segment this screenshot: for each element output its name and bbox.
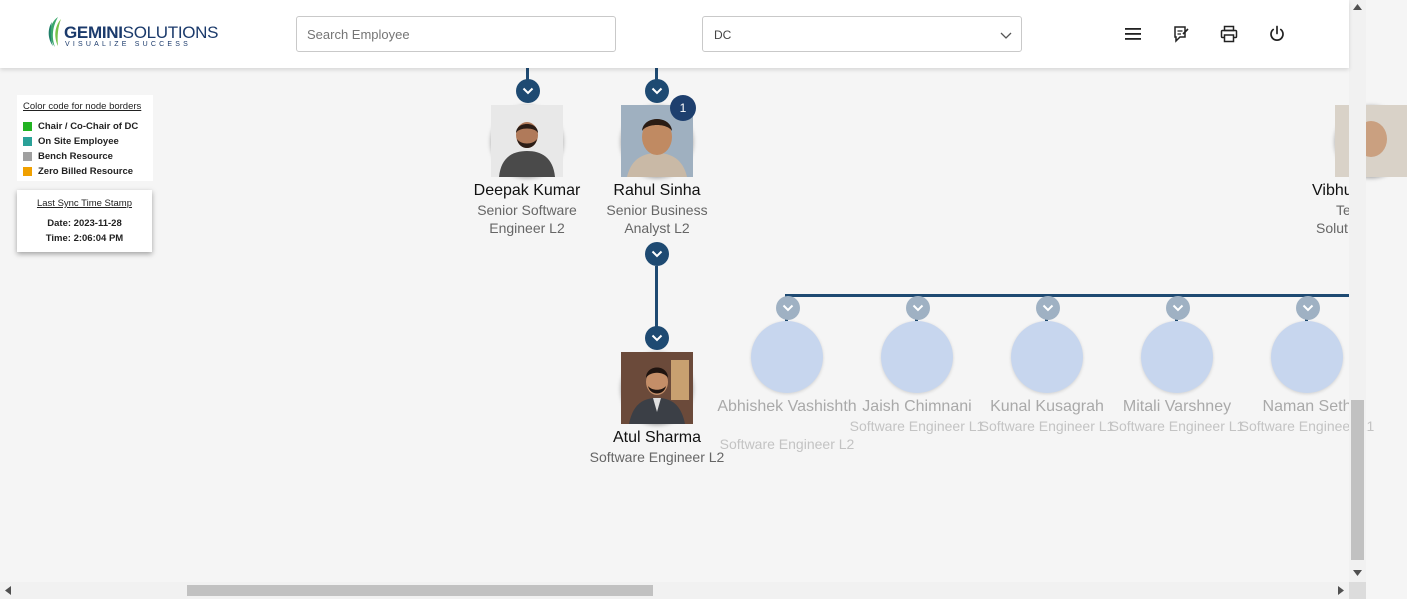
legend-item-bench: Bench Resource	[23, 150, 113, 162]
top-header: GEMINISOLUTIONS VISUALIZE SUCCESS DC	[0, 0, 1349, 68]
legend-title: Color code for node borders	[23, 101, 142, 112]
child-role: Software Engineer L1	[849, 418, 985, 434]
sync-time: Time: 2:06:04 PM	[45, 233, 124, 244]
reportee-count-badge: 1	[670, 95, 696, 121]
expand-toggle-rahul[interactable]	[645, 79, 669, 103]
child-role: Software Engineer L1	[1109, 418, 1245, 434]
dc-select-value: DC	[714, 28, 732, 42]
connector-line	[655, 266, 658, 328]
node-role-vibhu-line1: Te	[1336, 202, 1351, 218]
menu-icon	[1125, 28, 1141, 40]
avatar-placeholder[interactable]	[1271, 321, 1343, 393]
chevron-down-icon	[651, 87, 663, 95]
node-role-deepak: Senior Software Engineer L2	[477, 202, 577, 236]
company-logo[interactable]: GEMINISOLUTIONS VISUALIZE SUCCESS	[46, 16, 219, 52]
legend-label: On Site Employee	[38, 135, 119, 147]
child-toggle[interactable]	[1296, 296, 1320, 320]
print-icon	[1220, 25, 1238, 43]
node-name-deepak: Deepak Kumar	[473, 182, 581, 199]
print-button[interactable]	[1218, 23, 1240, 45]
node-role-vibhu-line2: Solut	[1316, 220, 1348, 236]
color-legend: Color code for node borders Chair / Co-C…	[17, 95, 153, 181]
child-toggle[interactable]	[1166, 296, 1190, 320]
legend-item-chair: Chair / Co-Chair of DC	[23, 120, 138, 132]
horizontal-scrollbar[interactable]	[0, 582, 1349, 599]
legend-swatch	[23, 136, 32, 146]
legend-swatch	[23, 166, 32, 176]
avatar-placeholder[interactable]	[1011, 321, 1083, 393]
horizontal-scroll-thumb[interactable]	[187, 585, 653, 596]
legend-label: Bench Resource	[38, 150, 113, 162]
person-photo	[1335, 105, 1407, 177]
scrollbar-corner	[1349, 582, 1366, 599]
collapse-toggle-rahul[interactable]	[645, 242, 669, 266]
avatar-placeholder[interactable]	[881, 321, 953, 393]
chevron-down-icon	[1042, 304, 1054, 312]
node-name-atul: Atul Sharma	[612, 429, 702, 446]
feedback-button[interactable]	[1170, 23, 1192, 45]
expand-toggle-atul[interactable]	[645, 326, 669, 350]
chevron-down-icon	[1302, 304, 1314, 312]
chevron-down-icon	[651, 250, 663, 258]
logout-button[interactable]	[1266, 23, 1288, 45]
chevron-down-icon	[522, 87, 534, 95]
child-name: Kunal Kusagrah	[990, 398, 1104, 415]
child-toggle[interactable]	[1036, 296, 1060, 320]
chevron-down-icon	[1000, 32, 1012, 39]
child-5-label-clip: Naman Seth Software Engineer L1	[1237, 398, 1375, 434]
child-name: Mitali Varshney	[1122, 398, 1232, 415]
scroll-down-icon[interactable]	[1353, 570, 1362, 576]
avatar-deepak[interactable]	[491, 105, 563, 177]
legend-label: Chair / Co-Chair of DC	[38, 120, 139, 132]
legend-swatch	[23, 151, 32, 161]
node-role-rahul: Senior Business Analyst L2	[606, 202, 708, 236]
node-role-atul: Software Engineer L2	[589, 449, 725, 465]
vertical-scroll-thumb[interactable]	[1351, 400, 1364, 560]
node-name-rahul: Rahul Sinha	[613, 182, 701, 199]
legend-swatch	[23, 121, 32, 131]
child-role: Software Engineer L1	[979, 418, 1115, 434]
child-role: Software Engineer L2	[719, 436, 855, 452]
feedback-icon	[1174, 26, 1189, 43]
node-name-vibhu: Vibhu	[1312, 182, 1353, 199]
search-employee-input[interactable]	[296, 16, 616, 52]
menu-button[interactable]	[1122, 23, 1144, 45]
connector-line	[655, 68, 658, 82]
scroll-right-icon[interactable]	[1338, 586, 1344, 595]
brand-name: GEMINISOLUTIONS	[64, 23, 219, 42]
legend-label: Zero Billed Resource	[38, 165, 134, 177]
scroll-up-icon[interactable]	[1353, 4, 1362, 10]
dc-select[interactable]: DC	[702, 16, 1022, 52]
chevron-down-icon	[912, 304, 924, 312]
child-role: Software Engineer L1	[1239, 418, 1375, 434]
children-connector	[785, 294, 1349, 297]
expand-toggle-deepak[interactable]	[516, 79, 540, 103]
logo-leaf-icon	[48, 17, 61, 47]
child-name: Jaish Chimnani	[862, 398, 972, 415]
chevron-down-icon	[651, 334, 663, 342]
avatar-placeholder[interactable]	[751, 321, 823, 393]
chevron-down-icon	[1172, 304, 1184, 312]
legend-item-onsite: On Site Employee	[23, 135, 119, 147]
chevron-down-icon	[782, 304, 794, 312]
sync-title: Last Sync Time Stamp	[36, 198, 133, 209]
avatar-placeholder[interactable]	[1141, 321, 1213, 393]
power-icon	[1270, 25, 1284, 41]
person-photo	[621, 352, 693, 424]
child-toggle[interactable]	[906, 296, 930, 320]
brand-tagline: VISUALIZE SUCCESS	[65, 41, 191, 48]
last-sync-box: Last Sync Time Stamp Date: 2023-11-28 Ti…	[17, 190, 152, 252]
avatar-atul[interactable]	[621, 352, 693, 424]
connector-line	[526, 68, 529, 82]
sync-date: Date: 2023-11-28	[47, 218, 122, 229]
scroll-left-icon[interactable]	[5, 586, 11, 595]
child-name: Naman Seth	[1262, 398, 1352, 415]
child-name: Abhishek Vashishth	[717, 398, 857, 415]
legend-item-zero-billed: Zero Billed Resource	[23, 165, 133, 177]
vertical-scrollbar[interactable]	[1349, 0, 1366, 582]
avatar-vibhu[interactable]	[1335, 105, 1407, 177]
child-toggle[interactable]	[776, 296, 800, 320]
person-photo	[491, 105, 563, 177]
